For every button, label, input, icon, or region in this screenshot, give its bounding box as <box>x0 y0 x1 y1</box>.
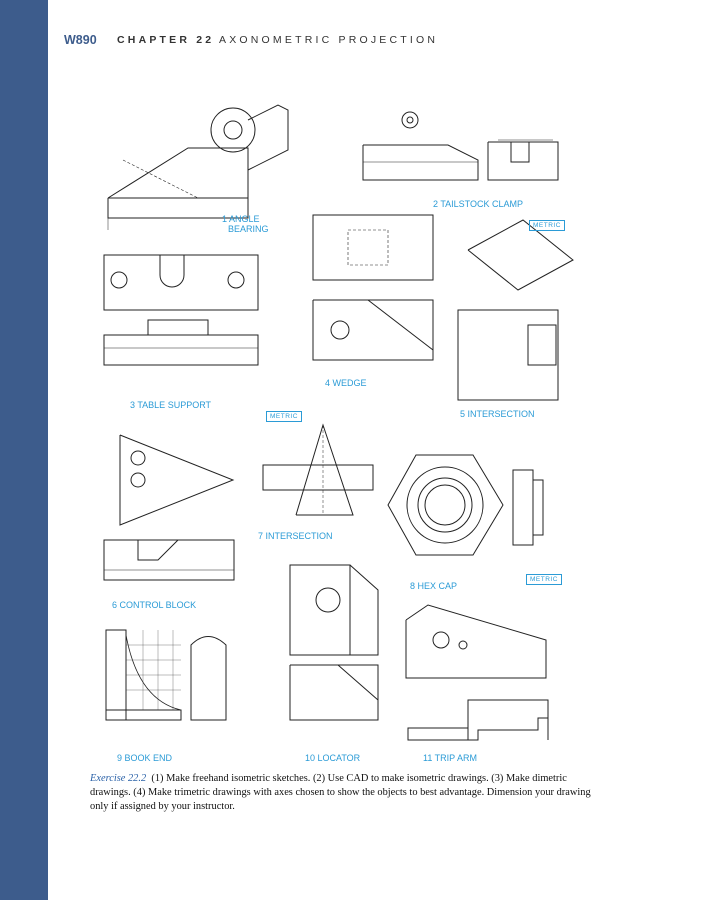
caption-intersection-7: 7 INTERSECTION <box>258 531 333 541</box>
figure-tailstock-clamp <box>362 111 559 181</box>
caption-wedge: 4 WEDGE <box>325 378 367 388</box>
caption-trip-arm: 11 TRIP ARM <box>423 753 478 763</box>
metric-badge-8: METRIC <box>526 574 562 585</box>
chapter-title: AXONOMETRIC PROJECTION <box>219 34 439 46</box>
figure-intersection-7 <box>262 423 374 516</box>
caption-tailstock-clamp: 2 TAILSTOCK CLAMP <box>433 199 524 209</box>
figure-wedge <box>312 214 434 361</box>
figure-angle-bearing <box>107 104 289 230</box>
exercise-text: (1) Make freehand isometric sketches. (2… <box>90 773 591 812</box>
figure-control-block <box>103 434 235 581</box>
figure-trip-arm <box>405 604 549 741</box>
caption-control-block: 6 CONTROL BLOCK <box>112 600 197 610</box>
caption-angle-bearing-line2: BEARING <box>228 224 269 234</box>
caption-angle-bearing-line1: 1 ANGLE <box>222 214 260 224</box>
caption-book-end: 9 BOOK END <box>117 753 173 763</box>
figure-table-support <box>103 254 259 366</box>
page-number: W890 <box>64 33 97 47</box>
caption-intersection-5: 5 INTERSECTION <box>460 409 535 419</box>
figure-locator <box>289 564 379 721</box>
caption-hex-cap: 8 HEX CAP <box>410 581 458 591</box>
exercise-label: Exercise 22.2 <box>90 773 147 784</box>
caption-locator: 10 LOCATOR <box>305 753 361 763</box>
caption-table-support: 3 TABLE SUPPORT <box>130 400 212 410</box>
chapter-label: CHAPTER 22 <box>117 34 215 46</box>
page-sidebar-band <box>0 0 48 900</box>
figure-book-end <box>105 629 227 721</box>
metric-badge-5: METRIC <box>529 220 565 231</box>
figure-intersection-5 <box>457 219 574 401</box>
drawing-sheet <box>103 104 574 741</box>
exercise-paragraph: Exercise 22.2 (1) Make freehand isometri… <box>90 772 610 814</box>
figure-hex-cap <box>387 454 544 556</box>
metric-badge-7: METRIC <box>266 411 302 422</box>
